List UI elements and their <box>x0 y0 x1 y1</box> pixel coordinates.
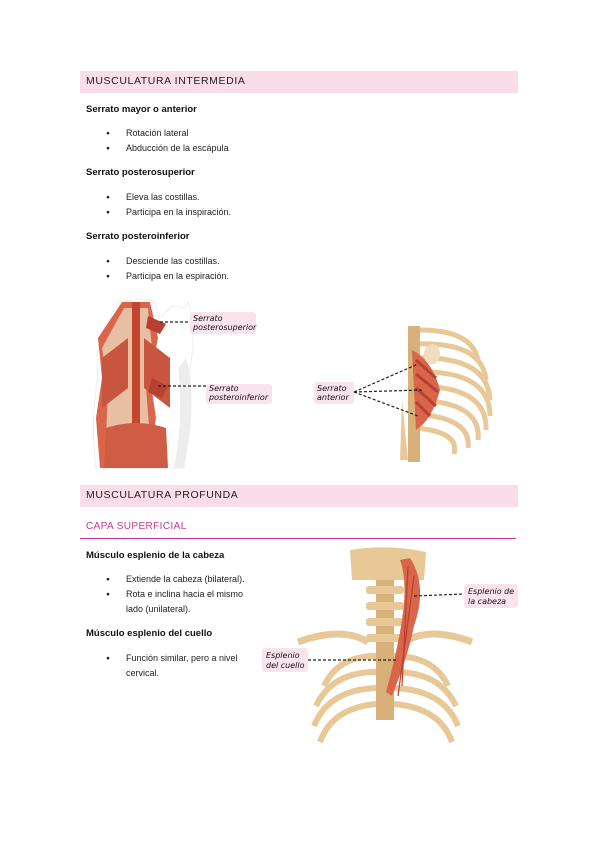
list-item: Desciende las costillas. <box>106 254 229 269</box>
list-item: Rota e inclina hacia el mismo lado (unil… <box>106 587 256 617</box>
list-item: Rotación lateral <box>106 126 229 141</box>
ribcage-lateral-illustration: Serrato anterior <box>312 320 502 470</box>
label-esplenio-cuello: Esplenio del cuello <box>262 648 398 672</box>
muscle-heading-esplenio-cabeza: Músculo esplenio de la cabeza <box>86 550 225 561</box>
muscle-heading-serrato-anterior: Serrato mayor o anterior <box>86 104 197 115</box>
list-item: Abducción de la escápula <box>106 141 229 156</box>
svg-text:la cabeza: la cabeza <box>468 597 506 606</box>
subsection-title: CAPA SUPERFICIAL <box>86 521 187 532</box>
list-item: Eleva las costillas. <box>106 190 231 205</box>
subsection-divider <box>80 538 516 539</box>
list-item: Función similar, pero a nivel cervical. <box>106 651 256 681</box>
section-header-intermedia: MUSCULATURA INTERMEDIA <box>80 71 518 93</box>
section-title: MUSCULATURA PROFUNDA <box>86 489 239 501</box>
bullet-list: Eleva las costillas. Participa en la ins… <box>106 190 231 220</box>
svg-text:Esplenio de: Esplenio de <box>468 587 514 596</box>
svg-text:anterior: anterior <box>317 393 349 402</box>
muscle-heading-esplenio-cuello: Músculo esplenio del cuello <box>86 628 213 639</box>
bullet-list: Extiende la cabeza (bilateral). Rota e i… <box>106 572 256 617</box>
svg-text:Serrato: Serrato <box>209 384 239 393</box>
back-muscles-illustration: Serrato posterosuperior Serrato posteroi… <box>88 298 288 473</box>
svg-text:posteroinferior: posteroinferior <box>208 393 269 402</box>
muscle-heading-serrato-posterosuperior: Serrato posterosuperior <box>86 167 195 178</box>
label-esplenio-cabeza: Esplenio de la cabeza <box>413 584 518 608</box>
svg-text:del cuello: del cuello <box>266 661 305 670</box>
list-item: Participa en la inspiración. <box>106 205 231 220</box>
label-serrato-anterior: Serrato anterior <box>314 363 423 417</box>
list-item: Participa en la espiración. <box>106 269 229 284</box>
bullet-list: Función similar, pero a nivel cervical. <box>106 651 256 681</box>
svg-text:Serrato: Serrato <box>193 314 223 323</box>
list-item: Extiende la cabeza (bilateral). <box>106 572 256 587</box>
splenius-illustration: Esplenio de la cabeza Esplenio del cuell… <box>258 546 520 751</box>
svg-text:Serrato: Serrato <box>317 384 347 393</box>
section-header-profunda: MUSCULATURA PROFUNDA <box>80 485 518 507</box>
bullet-list: Rotación lateral Abducción de la escápul… <box>106 126 229 156</box>
muscle-heading-serrato-posteroinferior: Serrato posteroinferior <box>86 231 190 242</box>
label-serrato-posterosuperior: Serrato posterosuperior <box>160 312 257 334</box>
bullet-list: Desciende las costillas. Participa en la… <box>106 254 229 284</box>
label-serrato-posteroinferior: Serrato posteroinferior <box>158 384 272 404</box>
section-title: MUSCULATURA INTERMEDIA <box>86 75 246 87</box>
svg-text:posterosuperior: posterosuperior <box>192 323 257 332</box>
svg-text:Esplenio: Esplenio <box>266 651 300 660</box>
